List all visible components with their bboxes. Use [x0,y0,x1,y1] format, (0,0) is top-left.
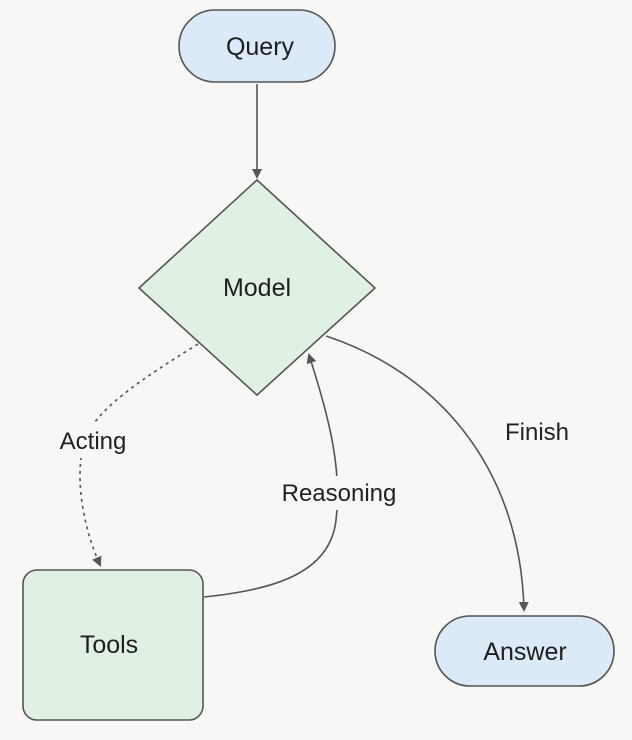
reasoning-edge-label: Reasoning [282,480,397,507]
edge-finish [325,335,529,612]
model-node: Model [137,178,377,397]
tools-node-label: Tools [80,631,138,659]
model-node-label: Model [223,274,291,302]
edge-acting [79,343,199,567]
answer-node-label: Answer [483,638,566,666]
finish-edge-label: Finish [505,419,569,446]
edge-reasoning [203,353,339,598]
query-node: Query [178,9,336,83]
acting-edge-label: Acting [60,428,127,455]
query-node-label: Query [226,33,295,61]
answer-node: Answer [434,615,615,687]
tools-node: Tools [22,569,204,721]
